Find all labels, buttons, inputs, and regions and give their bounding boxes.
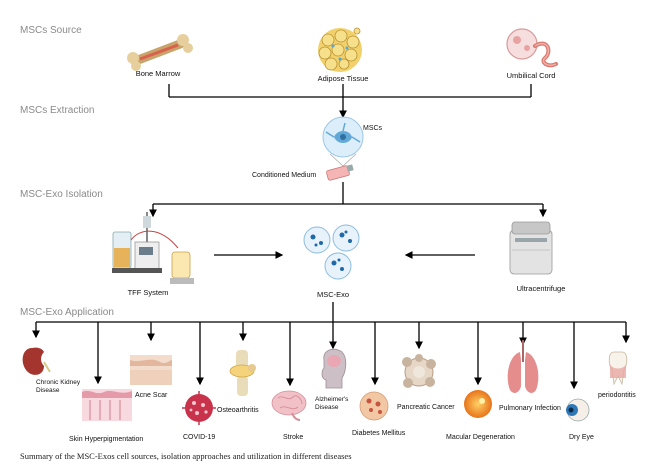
- label-pancreatic-cancer: Pancreatic Cancer: [397, 404, 455, 411]
- alzheimers-head-icon: [321, 348, 347, 389]
- label-mscs: MSCs: [363, 125, 383, 132]
- application-connectors: [32, 302, 630, 390]
- tff-system-icon: [112, 212, 194, 284]
- pancreatic-cancer-icon: [402, 354, 436, 388]
- label-acne-scar: Acne Scar: [135, 392, 168, 399]
- label-chronic-kidney-disease: Chronic Kidney Disease: [36, 379, 80, 395]
- macular-eye-icon: [464, 390, 492, 418]
- label-osteoarthritis: Osteoarthritis: [217, 407, 259, 414]
- label-ultracentrifuge: Ultracentrifuge: [516, 284, 566, 293]
- ultracentrifuge-icon: [509, 221, 553, 275]
- label-umbilical-cord: Umbilical Cord: [506, 71, 556, 80]
- label-conditioned-medium: Conditioned Medium: [252, 172, 317, 179]
- label-diabetes-mellitus: Diabetes Mellitus: [352, 430, 406, 437]
- section-title-application: MSC-Exo Application: [20, 307, 114, 318]
- label-macular-degeneration: Macular Degeneration: [446, 434, 515, 441]
- acne-scar-icon: [130, 355, 172, 385]
- label-skin-hyperpigmentation: Skin Hyperpigmentation: [69, 436, 144, 443]
- label-pulmonary-infection: Pulmonary Infection: [499, 405, 561, 412]
- conditioned-medium-flask-icon: [326, 164, 354, 181]
- section-title-isolation: MSC-Exo Isolation: [20, 189, 103, 200]
- section-title-source: MSCs Source: [20, 25, 82, 36]
- brain-icon: [271, 390, 307, 421]
- label-alz-line2: Disease: [315, 404, 339, 411]
- skin-icon: [82, 389, 132, 421]
- label-msc-exo: MSC-Exo: [316, 290, 350, 299]
- msc-exo-icon: [303, 224, 360, 280]
- label-ckd-line2: Disease: [36, 387, 60, 394]
- isolation-connectors: [149, 182, 547, 259]
- figure-caption: Summary of the MSC-Exos cell sources, is…: [20, 451, 352, 461]
- diabetes-cell-icon: [359, 391, 389, 421]
- label-adipose-tissue: Adipose Tissue: [317, 74, 369, 83]
- adipose-tissue-icon: [318, 27, 362, 72]
- bone-marrow-icon: [127, 34, 193, 71]
- label-alzheimers-disease: Alzheimer's Disease: [315, 396, 348, 412]
- umbilical-cord-icon: [506, 28, 558, 68]
- label-ckd-line1: Chronic Kidney: [36, 379, 81, 386]
- covid-virus-icon: [182, 391, 216, 425]
- label-tff-system: TFF System: [127, 288, 169, 297]
- label-stroke: Stroke: [283, 434, 304, 441]
- section-title-extraction: MSCs Extraction: [20, 105, 95, 116]
- label-covid-19: COVID-19: [183, 434, 216, 441]
- label-alz-line1: Alzheimer's: [315, 396, 349, 403]
- label-dry-eye: Dry Eye: [569, 434, 594, 441]
- source-connectors: [168, 84, 532, 119]
- tooth-icon: [608, 351, 628, 386]
- kidney-icon: [22, 347, 51, 375]
- dry-eye-icon: [566, 398, 590, 422]
- label-periodontitis: periodontitis: [598, 392, 636, 399]
- label-bone-marrow: Bone Marrow: [135, 69, 181, 78]
- mscs-cell-icon: [322, 116, 364, 167]
- lungs-icon: [507, 340, 539, 393]
- knee-joint-icon: [229, 350, 256, 396]
